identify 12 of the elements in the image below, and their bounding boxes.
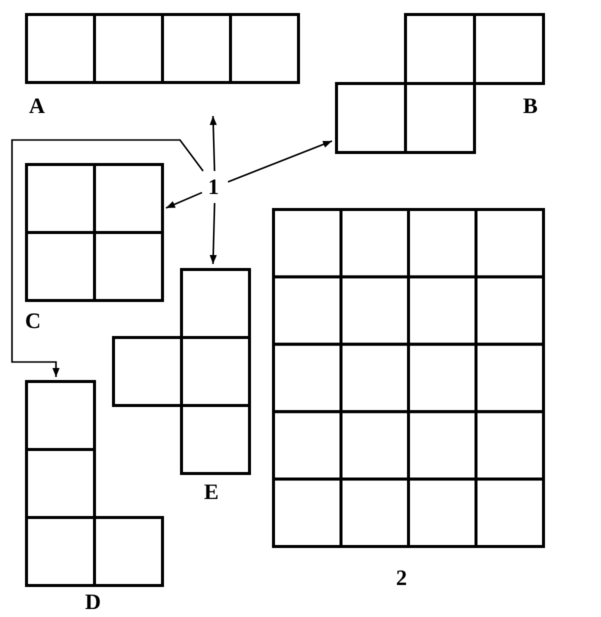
shape-label: 2 — [396, 567, 407, 589]
callout-number: 1 — [208, 176, 219, 198]
arrow — [11, 139, 204, 377]
shape-label: B — [523, 95, 538, 117]
shape-label: A — [29, 95, 45, 117]
shape-label: E — [204, 481, 219, 503]
arrow — [210, 202, 217, 264]
arrow — [166, 192, 202, 209]
arrow — [228, 140, 332, 183]
shape-label: C — [25, 310, 41, 332]
arrow — [210, 116, 217, 172]
shape-label: D — [85, 591, 101, 613]
